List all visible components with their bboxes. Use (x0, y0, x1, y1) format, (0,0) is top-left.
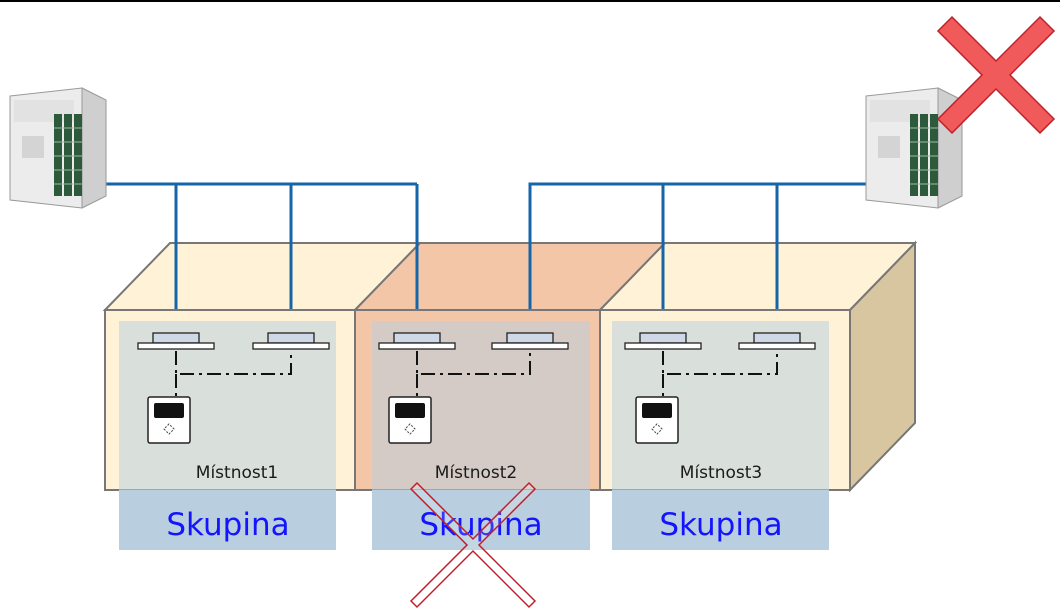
group-label-box-3 (612, 490, 829, 550)
control-wire-room1 (175, 351, 292, 396)
remote-controller-icon (147, 396, 191, 444)
outdoor-unit-icon (9, 87, 107, 209)
remote-controller-icon (388, 396, 432, 444)
pipe-left-system (100, 182, 419, 334)
control-wiring (175, 351, 778, 396)
control-wire-room3 (662, 351, 778, 396)
room-label-3: Místnost3 (680, 463, 762, 483)
group-label-3: Skupina (659, 507, 782, 543)
room-label-1: Místnost1 (196, 463, 278, 483)
excluded-x-icon (936, 15, 1056, 135)
room-label-2: Místnost2 (435, 463, 517, 483)
building (102, 240, 918, 493)
group-label-box-2 (372, 490, 590, 550)
remote-controller-icon (635, 396, 679, 444)
group-label-box-1 (119, 490, 336, 550)
outdoor-unit-icon (865, 87, 963, 209)
control-wire-room2 (416, 351, 531, 396)
outdoor-unit-right (865, 87, 963, 209)
group-label-2: Skupina (419, 507, 542, 543)
outdoor-unit-left (9, 87, 107, 209)
group-label-1: Skupina (166, 507, 289, 543)
excluded-x-icon (409, 481, 537, 609)
